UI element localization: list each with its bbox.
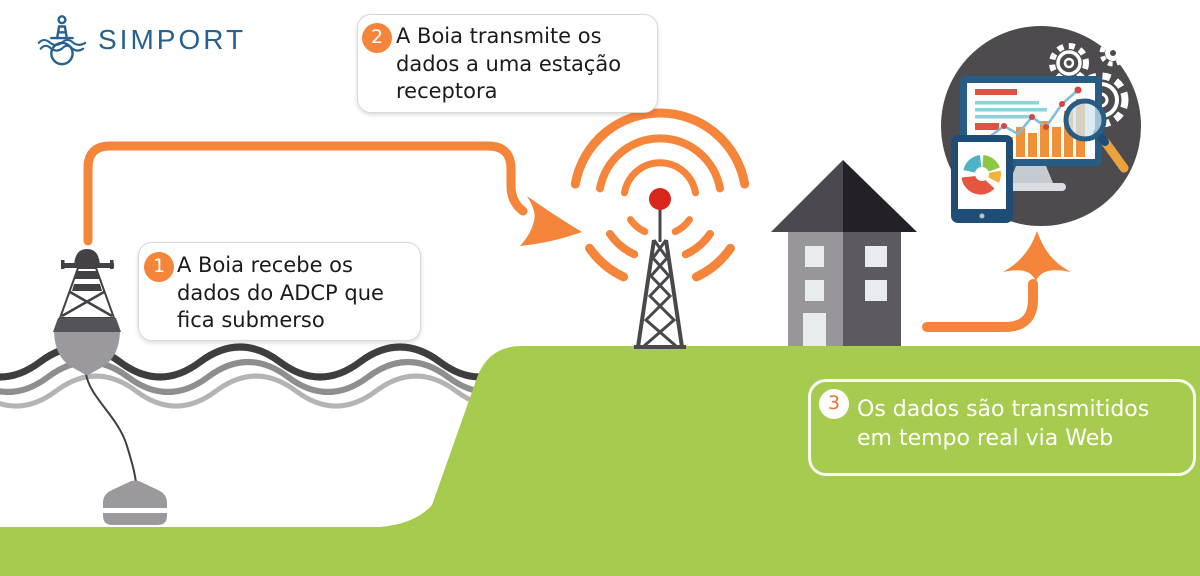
step-2-badge: 2	[362, 23, 392, 53]
ocean-waves-icon	[0, 343, 539, 409]
callout-step-1: 1 A Boia recebe os dados do ADCP que fic…	[138, 242, 421, 341]
data-analysis-badge	[941, 26, 1141, 226]
buoy-logo-icon	[37, 15, 87, 66]
radio-waves-icon	[570, 108, 750, 282]
adcp-sensor-icon	[103, 480, 167, 525]
brand-name: SIMPORT	[98, 24, 247, 55]
callout-step-3: 3 Os dados são transmitidos em tempo rea…	[808, 379, 1196, 476]
step-3-badge: 3	[819, 389, 849, 419]
buoy-icon	[53, 249, 121, 375]
callout-step-2: 2 A Boia transmite os dados a uma estaçã…	[357, 14, 658, 113]
step-2-text: A Boia transmite os dados a uma estação …	[396, 24, 622, 104]
house-icon	[771, 160, 917, 346]
antenna-signal-dot	[649, 188, 671, 210]
magnifier-icon	[1063, 98, 1129, 173]
mooring-line	[85, 373, 137, 483]
antenna-icon	[570, 108, 750, 349]
arrow-house-to-dashboard-icon	[922, 231, 1071, 332]
step-3-text: Os dados são transmitidos em tempo real …	[857, 397, 1150, 452]
tablet-pie-icon	[951, 135, 1013, 223]
arrow-buoy-to-antenna-icon	[83, 141, 582, 246]
step-1-badge: 1	[144, 252, 174, 282]
step-1-text: A Boia recebe os dados do ADCP que fica …	[177, 253, 384, 333]
ground-hill	[0, 346, 1200, 576]
brand-logo: SIMPORT	[32, 12, 246, 68]
